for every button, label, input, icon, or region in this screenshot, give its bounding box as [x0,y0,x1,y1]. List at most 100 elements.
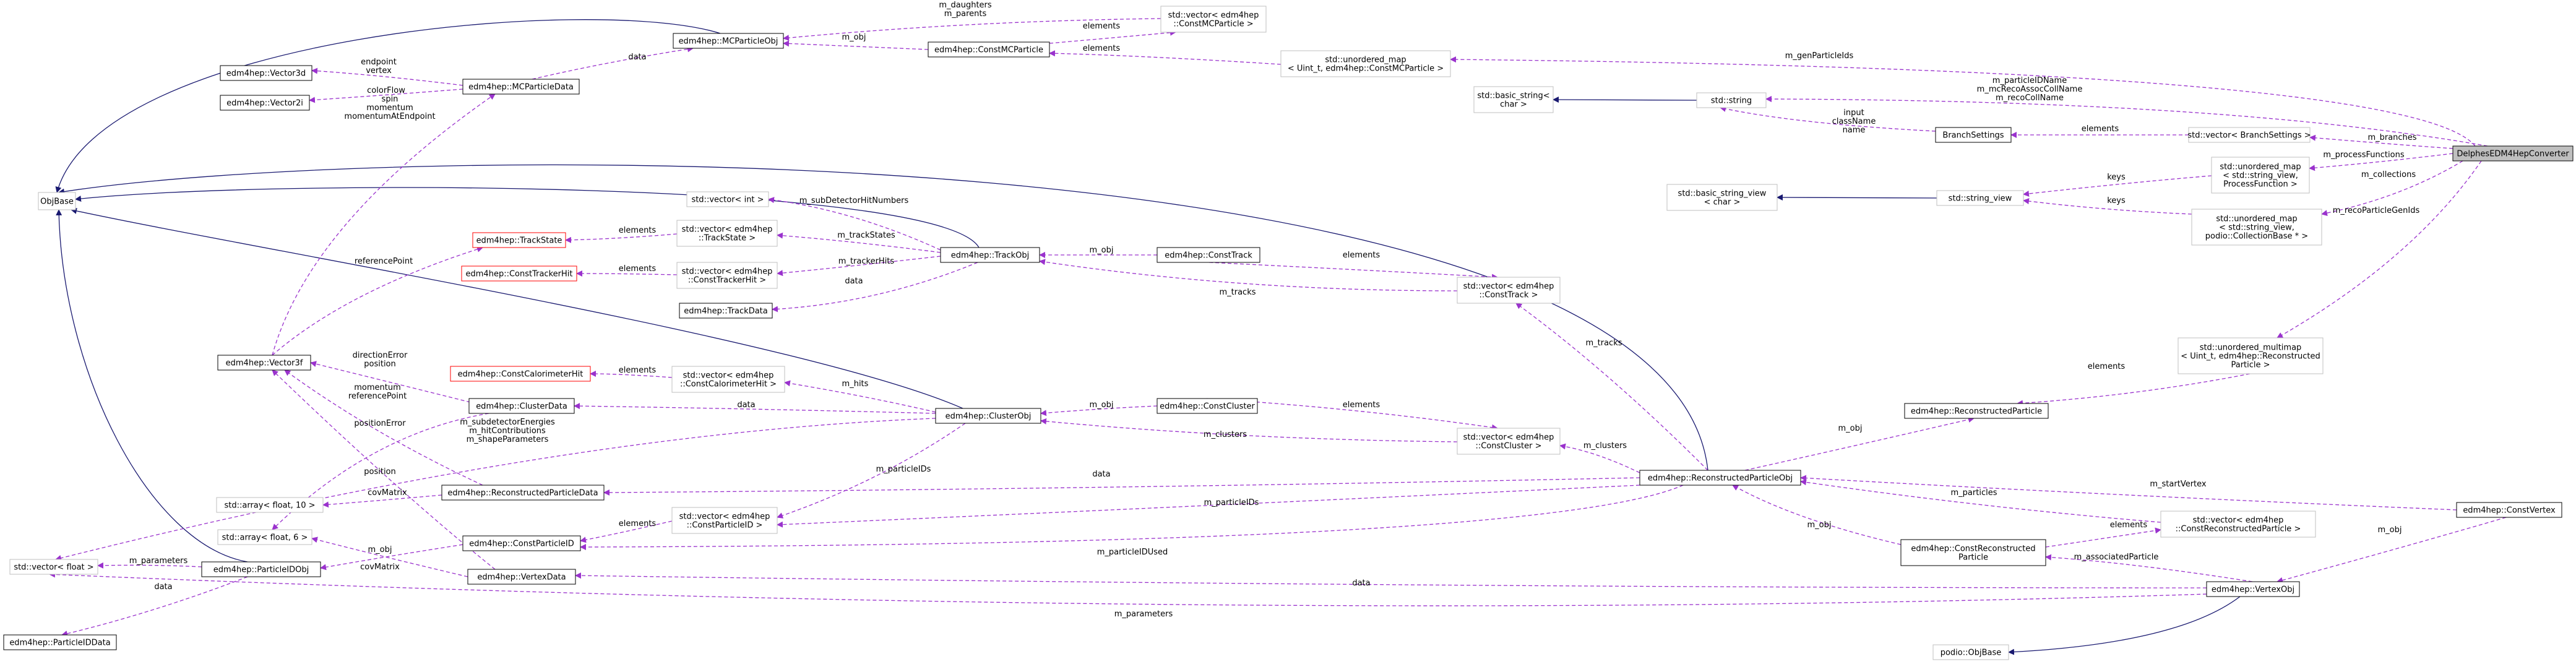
node-string_view[interactable]: std::string_view [1936,190,2024,206]
node-recoparticleobj[interactable]: edm4hep::ReconstructedParticleObj [1639,470,1801,486]
node-vector3d[interactable]: edm4hep::Vector3d [220,65,312,81]
node-vector2i[interactable]: edm4hep::Vector2i [220,95,310,111]
node-constmcparticle[interactable]: edm4hep::ConstMCParticle [928,41,1050,58]
node-label: edm4hep::ConstCluster [1160,402,1255,412]
node-vec_constparticleid[interactable]: std::vector< edm4hep::ConstParticleID > [671,507,778,534]
node-clusterdata[interactable]: edm4hep::ClusterData [468,398,575,414]
node-box [686,191,769,207]
node-mcparticledata[interactable]: edm4hep::MCParticleData [462,79,580,95]
edge-label-recoparticledata-to-recoparticleobj: data [1092,470,1110,479]
node-box [1160,6,1267,33]
edge-label-vec_constrecoparticle-to-recoparticleobj: m_particles [1951,488,1997,498]
node-label: edm4hep::ReconstructedParticleObj [1648,474,1793,483]
node-vec_constrecoparticle[interactable]: std::vector< edm4hep::ConstReconstructed… [2160,511,2316,538]
edge-label-umap_reco-to-converter: m_recoParticleGenIds [2333,206,2420,215]
node-mcparticleobj[interactable]: edm4hep::MCParticleObj [673,33,784,49]
edge-label-line: m_particleIDs [1204,498,1259,507]
node-basic_string_view[interactable]: std::basic_string_view< char > [1666,184,1778,211]
node-converter[interactable]: DelphesEDM4HepConverter [2452,145,2574,162]
node-box [2206,581,2300,597]
node-label: < Uint_t, edm4hep::Reconstructed [2181,352,2320,361]
node-vec_branchsettings[interactable]: std::vector< BranchSettings > [2187,127,2311,143]
edge-label-line: m_obj [1090,246,1114,255]
node-vec_constcluster[interactable]: std::vector< edm4hep::ConstCluster > [1457,428,1561,455]
edge-label-line: colorFlow [367,86,405,95]
edge-vector3f-to-clusterdata [310,361,471,403]
node-array_f6[interactable]: std::array< float, 6 > [217,529,312,545]
edge-string_view-to-basic_string_view [1777,194,1937,201]
edge-label-line: keys [2107,196,2126,205]
edge-label-line: m_collections [2361,170,2416,179]
edge-label-vector3f-to-trackstate: referencePoint [355,257,413,266]
node-trackdata[interactable]: edm4hep::TrackData [679,303,773,319]
node-label: ::ConstParticleID > [687,521,763,530]
node-constrecoparticle[interactable]: edm4hep::ConstReconstructedParticle [1900,539,2046,566]
node-vec_constmcp[interactable]: std::vector< edm4hep::ConstMCParticle > [1160,6,1267,33]
edge-label-line: className [1832,117,1876,126]
node-vec_constcalohit[interactable]: std::vector< edm4hep::ConstCalorimeterHi… [671,366,785,393]
node-podio_objbase[interactable]: podio::ObjBase [1932,644,2009,660]
node-label: std::vector< edm4hep [2193,516,2284,525]
node-vec_trackstate[interactable]: std::vector< edm4hep::TrackState > [676,220,778,247]
edge-label-line: data [1092,470,1110,479]
node-umap_genparticle[interactable]: std::unordered_map< Uint_t, edm4hep::Con… [1280,50,1451,77]
node-constvertex[interactable]: edm4hep::ConstVertex [2456,502,2562,518]
node-std_string[interactable]: std::string [1696,92,1767,108]
node-basic_string[interactable]: std::basic_string<char > [1473,86,1554,113]
node-box [1696,92,1767,108]
node-recoparticledata[interactable]: edm4hep::ReconstructedParticleData [441,485,605,501]
node-vector3f[interactable]: edm4hep::Vector3f [217,355,311,371]
node-trackobj[interactable]: edm4hep::TrackObj [940,247,1040,263]
edge-trackstate-to-vec_trackstate [565,233,678,243]
node-constcluster[interactable]: edm4hep::ConstCluster [1157,398,1258,414]
node-particleidobj[interactable]: edm4hep::ParticleIDObj [201,561,321,577]
node-label: edm4hep::ReconstructedParticleData [447,489,598,498]
edge-vec_constrecoparticle-to-recoparticleobj [1800,479,2161,523]
edge-label-line: m_subdetectorEnergies [460,418,555,427]
node-vec_int[interactable]: std::vector< int > [686,191,769,207]
node-label: ::ConstReconstructedParticle > [2176,525,2301,534]
node-box [935,408,1041,424]
node-branchsettings[interactable]: BranchSettings [1935,127,2012,143]
edge-label-constvertex-to-vertexobj: m_obj [2378,525,2402,535]
node-umap_collections[interactable]: std::unordered_map< std::string_view,pod… [2191,209,2322,246]
edge-vec_trackstate-to-trackobj [777,232,941,253]
node-constparticleid[interactable]: edm4hep::ConstParticleID [462,535,581,551]
node-particleiddata[interactable]: edm4hep::ParticleIDData [3,634,117,650]
edge-constrecoparticle-to-recoparticleobj [1732,485,1902,545]
edge-label-line: m_branches [2367,133,2416,142]
node-clusterobj[interactable]: edm4hep::ClusterObj [935,408,1041,424]
edge-label-line: elements [619,519,657,528]
node-vertexobj[interactable]: edm4hep::VertexObj [2206,581,2300,597]
node-vec_float[interactable]: std::vector< float > [9,559,98,575]
node-recoparticle[interactable]: edm4hep::ReconstructedParticle [1904,403,2049,419]
node-vec_consttrack[interactable]: std::vector< edm4hep::ConstTrack > [1457,277,1561,304]
node-trackstate[interactable]: edm4hep::TrackState [472,232,566,248]
edge-label-line: m_obj [842,33,866,42]
node-box [472,232,566,248]
edge-vec_consttrack-to-recoparticleobj [1515,303,1708,471]
node-objbase[interactable]: ObjBase [38,192,76,210]
edge-constrecoparticle-to-vec_constrecoparticle [2045,527,2161,548]
node-constcalohit[interactable]: edm4hep::ConstCalorimeterHit [450,366,591,382]
edge-vec_constmcp-to-mcparticleobj [783,18,1161,41]
node-box [940,247,1040,263]
node-consttrack[interactable]: edm4hep::ConstTrack [1157,247,1260,263]
edge-recoparticleobj-to-objbase [58,164,1708,471]
node-consttrackerhit[interactable]: edm4hep::ConstTrackerHit [461,265,577,282]
edge-label-line: elements [2088,362,2126,371]
node-box [676,262,778,289]
node-vec_consttrackerhit[interactable]: std::vector< edm4hep::ConstTrackerHit > [676,262,778,289]
node-label: ObjBase [40,197,74,207]
edge-label-vec_int-to-trackobj: m_subDetectorHitNumbers [799,196,909,205]
node-vertexdata[interactable]: edm4hep::VertexData [467,569,576,585]
node-array_f10[interactable]: std::array< float, 10 > [216,497,324,513]
edge-constrecoparticle-to-vertexobj [2045,554,2253,582]
node-umap_reco[interactable]: std::unordered_multimap< Uint_t, edm4hep… [2178,337,2324,374]
edge-constparticleid-to-vec_constparticleid [580,520,673,543]
edge-label-line: name [1843,126,1866,135]
edge-label-line: data [628,53,646,62]
node-umap_process[interactable]: std::unordered_map< std::string_view,Pro… [2211,157,2310,194]
edge-label-vec_constcluster-to-recoparticleobj: m_clusters [1583,441,1627,451]
